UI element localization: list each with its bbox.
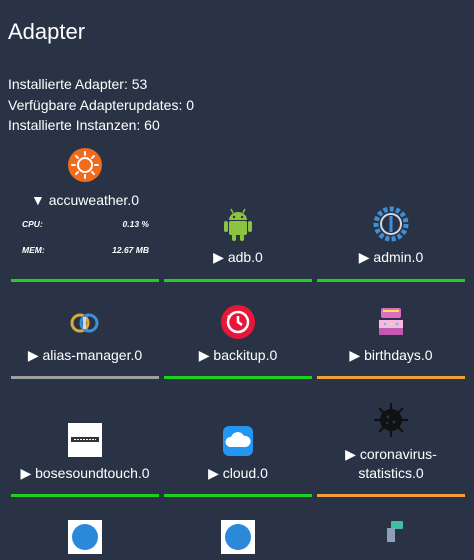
adapter-title-backitup[interactable]: ▶ backitup.0 (198, 347, 278, 363)
adapter-tile-partial-1[interactable] (11, 516, 159, 554)
expand-toggle-icon[interactable]: ▶ (358, 249, 370, 265)
available-updates-count: Verfügbare Adapterupdates: 0 (8, 96, 195, 113)
expand-toggle-icon[interactable]: ▶ (27, 347, 39, 363)
adapter-title-coronavirus-statistics[interactable]: ▶ coronavirus- statistics.0 (345, 446, 437, 481)
adapter-icon-partial (220, 519, 256, 555)
expand-toggle-icon[interactable]: ▶ (213, 249, 224, 265)
adapter-tile-partial-2[interactable] (164, 516, 312, 554)
adapter-tile-admin[interactable]: ▶ admin.0 (317, 146, 465, 285)
adapter-title-admin[interactable]: ▶ admin.0 (358, 249, 424, 265)
admin-gear-icon (373, 206, 409, 242)
adapter-title-bosesoundtouch[interactable]: ▶ bosesoundtouch.0 (20, 465, 150, 481)
adapter-stats: Installierte Adapter: 53 Verfügbare Adap… (8, 74, 194, 136)
expand-toggle-icon[interactable]: ▶ (349, 347, 361, 363)
coronavirus-icon (373, 402, 409, 438)
adapter-title-adb[interactable]: ▶ adb.0 (213, 249, 263, 265)
cpu-value: 0.13 % (122, 219, 149, 229)
adapter-tile-birthdays[interactable]: ▶ birthdays.0 (317, 300, 465, 382)
adapter-icon-partial (373, 517, 409, 553)
mem-value: 12.67 MB (112, 245, 149, 255)
status-bar-running (164, 376, 312, 379)
adapter-title-cloud[interactable]: ▶ cloud.0 (208, 465, 268, 481)
status-bar-disabled (11, 376, 159, 379)
expand-toggle-icon[interactable]: ▶ (345, 446, 356, 462)
status-bar-running (11, 279, 159, 282)
mem-label: MEM: (22, 245, 45, 255)
backitup-clock-icon (220, 304, 256, 340)
installed-instances-count: Installierte Instanzen: 60 (8, 117, 160, 133)
android-robot-icon (220, 206, 256, 242)
status-bar-running (11, 494, 159, 497)
adapter-tile-alias-manager[interactable]: ▶ alias-manager.0 (11, 300, 159, 382)
adapter-title-alias-manager[interactable]: ▶ alias-manager.0 (27, 347, 143, 363)
adapter-tile-coronavirus-statistics[interactable]: ▶ coronavirus- statistics.0 (317, 398, 465, 500)
status-bar-running (164, 279, 312, 282)
accuweather-sun-icon (67, 147, 103, 183)
adapter-title-accuweather[interactable]: ▼ accuweather.0 (30, 192, 140, 208)
alias-manager-icon (67, 304, 103, 340)
installed-adapters-count: Installierte Adapter: 53 (8, 76, 148, 92)
status-bar-warning (317, 376, 465, 379)
status-bar-warning (317, 494, 465, 497)
adapter-tile-cloud[interactable]: ▶ cloud.0 (164, 398, 312, 500)
expand-toggle-icon[interactable]: ▶ (208, 465, 219, 481)
birthday-cake-icon (373, 304, 409, 340)
status-bar-running (317, 279, 465, 282)
expand-toggle-icon[interactable]: ▼ (30, 192, 45, 208)
adapter-tile-backitup[interactable]: ▶ backitup.0 (164, 300, 312, 382)
adapter-tile-partial-3[interactable] (317, 516, 465, 542)
status-bar-running (164, 494, 312, 497)
adapter-tile-accuweather[interactable]: ▼ accuweather.0 CPU: 0.13 % MEM: 12.67 M… (11, 146, 159, 285)
bose-speaker-icon (67, 422, 103, 458)
expand-toggle-icon[interactable]: ▶ (198, 347, 210, 363)
adapter-icon-partial (67, 519, 103, 555)
cloud-icon (220, 423, 256, 459)
page-title: Adapter (8, 19, 86, 44)
adapter-tile-adb[interactable]: ▶ adb.0 (164, 146, 312, 285)
adapter-tile-bosesoundtouch[interactable]: ▶ bosesoundtouch.0 (11, 398, 159, 500)
cpu-label: CPU: (22, 219, 43, 229)
adapter-title-birthdays[interactable]: ▶ birthdays.0 (349, 347, 433, 363)
expand-toggle-icon[interactable]: ▶ (20, 465, 32, 481)
